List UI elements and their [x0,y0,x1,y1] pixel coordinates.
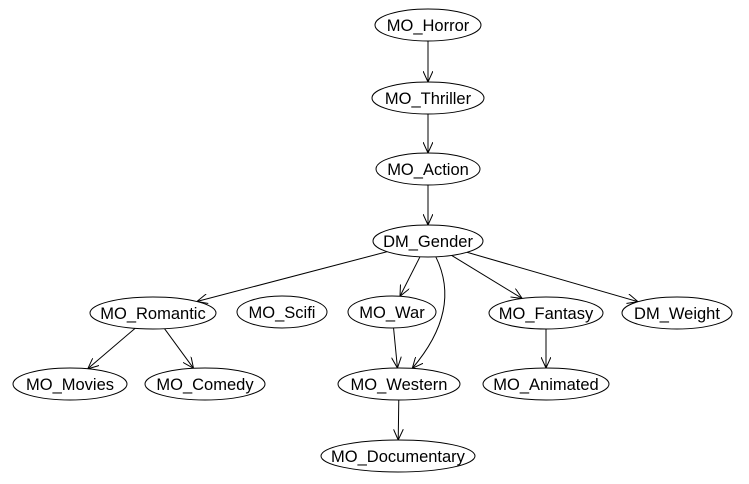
node-gender: DM_Gender [372,224,484,258]
node-animated: MO_Animated [482,367,610,401]
node-label: MO_Animated [493,376,598,394]
edge-war-to-western [394,327,398,368]
edge-gender-to-fantasy [451,255,523,298]
node-label: MO_War [359,304,425,322]
edge-gender-to-war [400,256,421,296]
node-thriller: MO_Thriller [371,81,485,115]
node-scifi: MO_Scifi [236,295,328,329]
node-action: MO_Action [375,152,481,186]
node-label: MO_Documentary [331,448,466,466]
edge-gender-to-western [412,256,446,369]
edge-romantic-to-movies [88,327,136,368]
node-ellipse [372,224,484,258]
node-fantasy: MO_Fantasy [488,296,604,330]
node-ellipse [320,439,476,473]
edge-western-to-documentary [398,399,399,440]
node-ellipse [144,367,266,401]
node-horror: MO_Horror [374,8,482,42]
node-ellipse [374,8,482,42]
node-documentary: MO_Documentary [320,439,476,473]
node-label: MO_Romantic [100,305,205,323]
node-war: MO_War [347,295,437,329]
node-ellipse [482,367,610,401]
edge-gender-to-romantic [197,251,388,302]
node-movies: MO_Movies [12,367,128,401]
node-ellipse [621,296,733,330]
node-label: MO_Comedy [156,376,254,394]
node-ellipse [236,295,328,329]
node-romantic: MO_Romantic [89,296,217,330]
edges-layer [88,41,638,440]
node-label: MO_Action [387,161,469,179]
node-comedy: MO_Comedy [144,367,266,401]
node-label: MO_Western [351,376,448,394]
node-label: MO_Movies [26,376,114,394]
edge-gender-to-weight [466,251,638,301]
nodes-layer: MO_HorrorMO_ThrillerMO_ActionDM_GenderMO… [12,8,733,473]
node-ellipse [375,152,481,186]
node-label: DM_Gender [383,233,473,251]
node-ellipse [347,295,437,329]
node-weight: DM_Weight [621,296,733,330]
node-label: MO_Scifi [249,304,316,322]
edge-romantic-to-comedy [164,328,194,369]
node-label: MO_Horror [387,17,470,35]
node-ellipse [12,367,128,401]
node-label: DM_Weight [634,305,720,323]
node-ellipse [488,296,604,330]
node-ellipse [337,367,461,401]
node-ellipse [89,296,217,330]
node-ellipse [371,81,485,115]
node-label: MO_Fantasy [499,305,594,323]
node-label: MO_Thriller [385,90,472,108]
node-western: MO_Western [337,367,461,401]
